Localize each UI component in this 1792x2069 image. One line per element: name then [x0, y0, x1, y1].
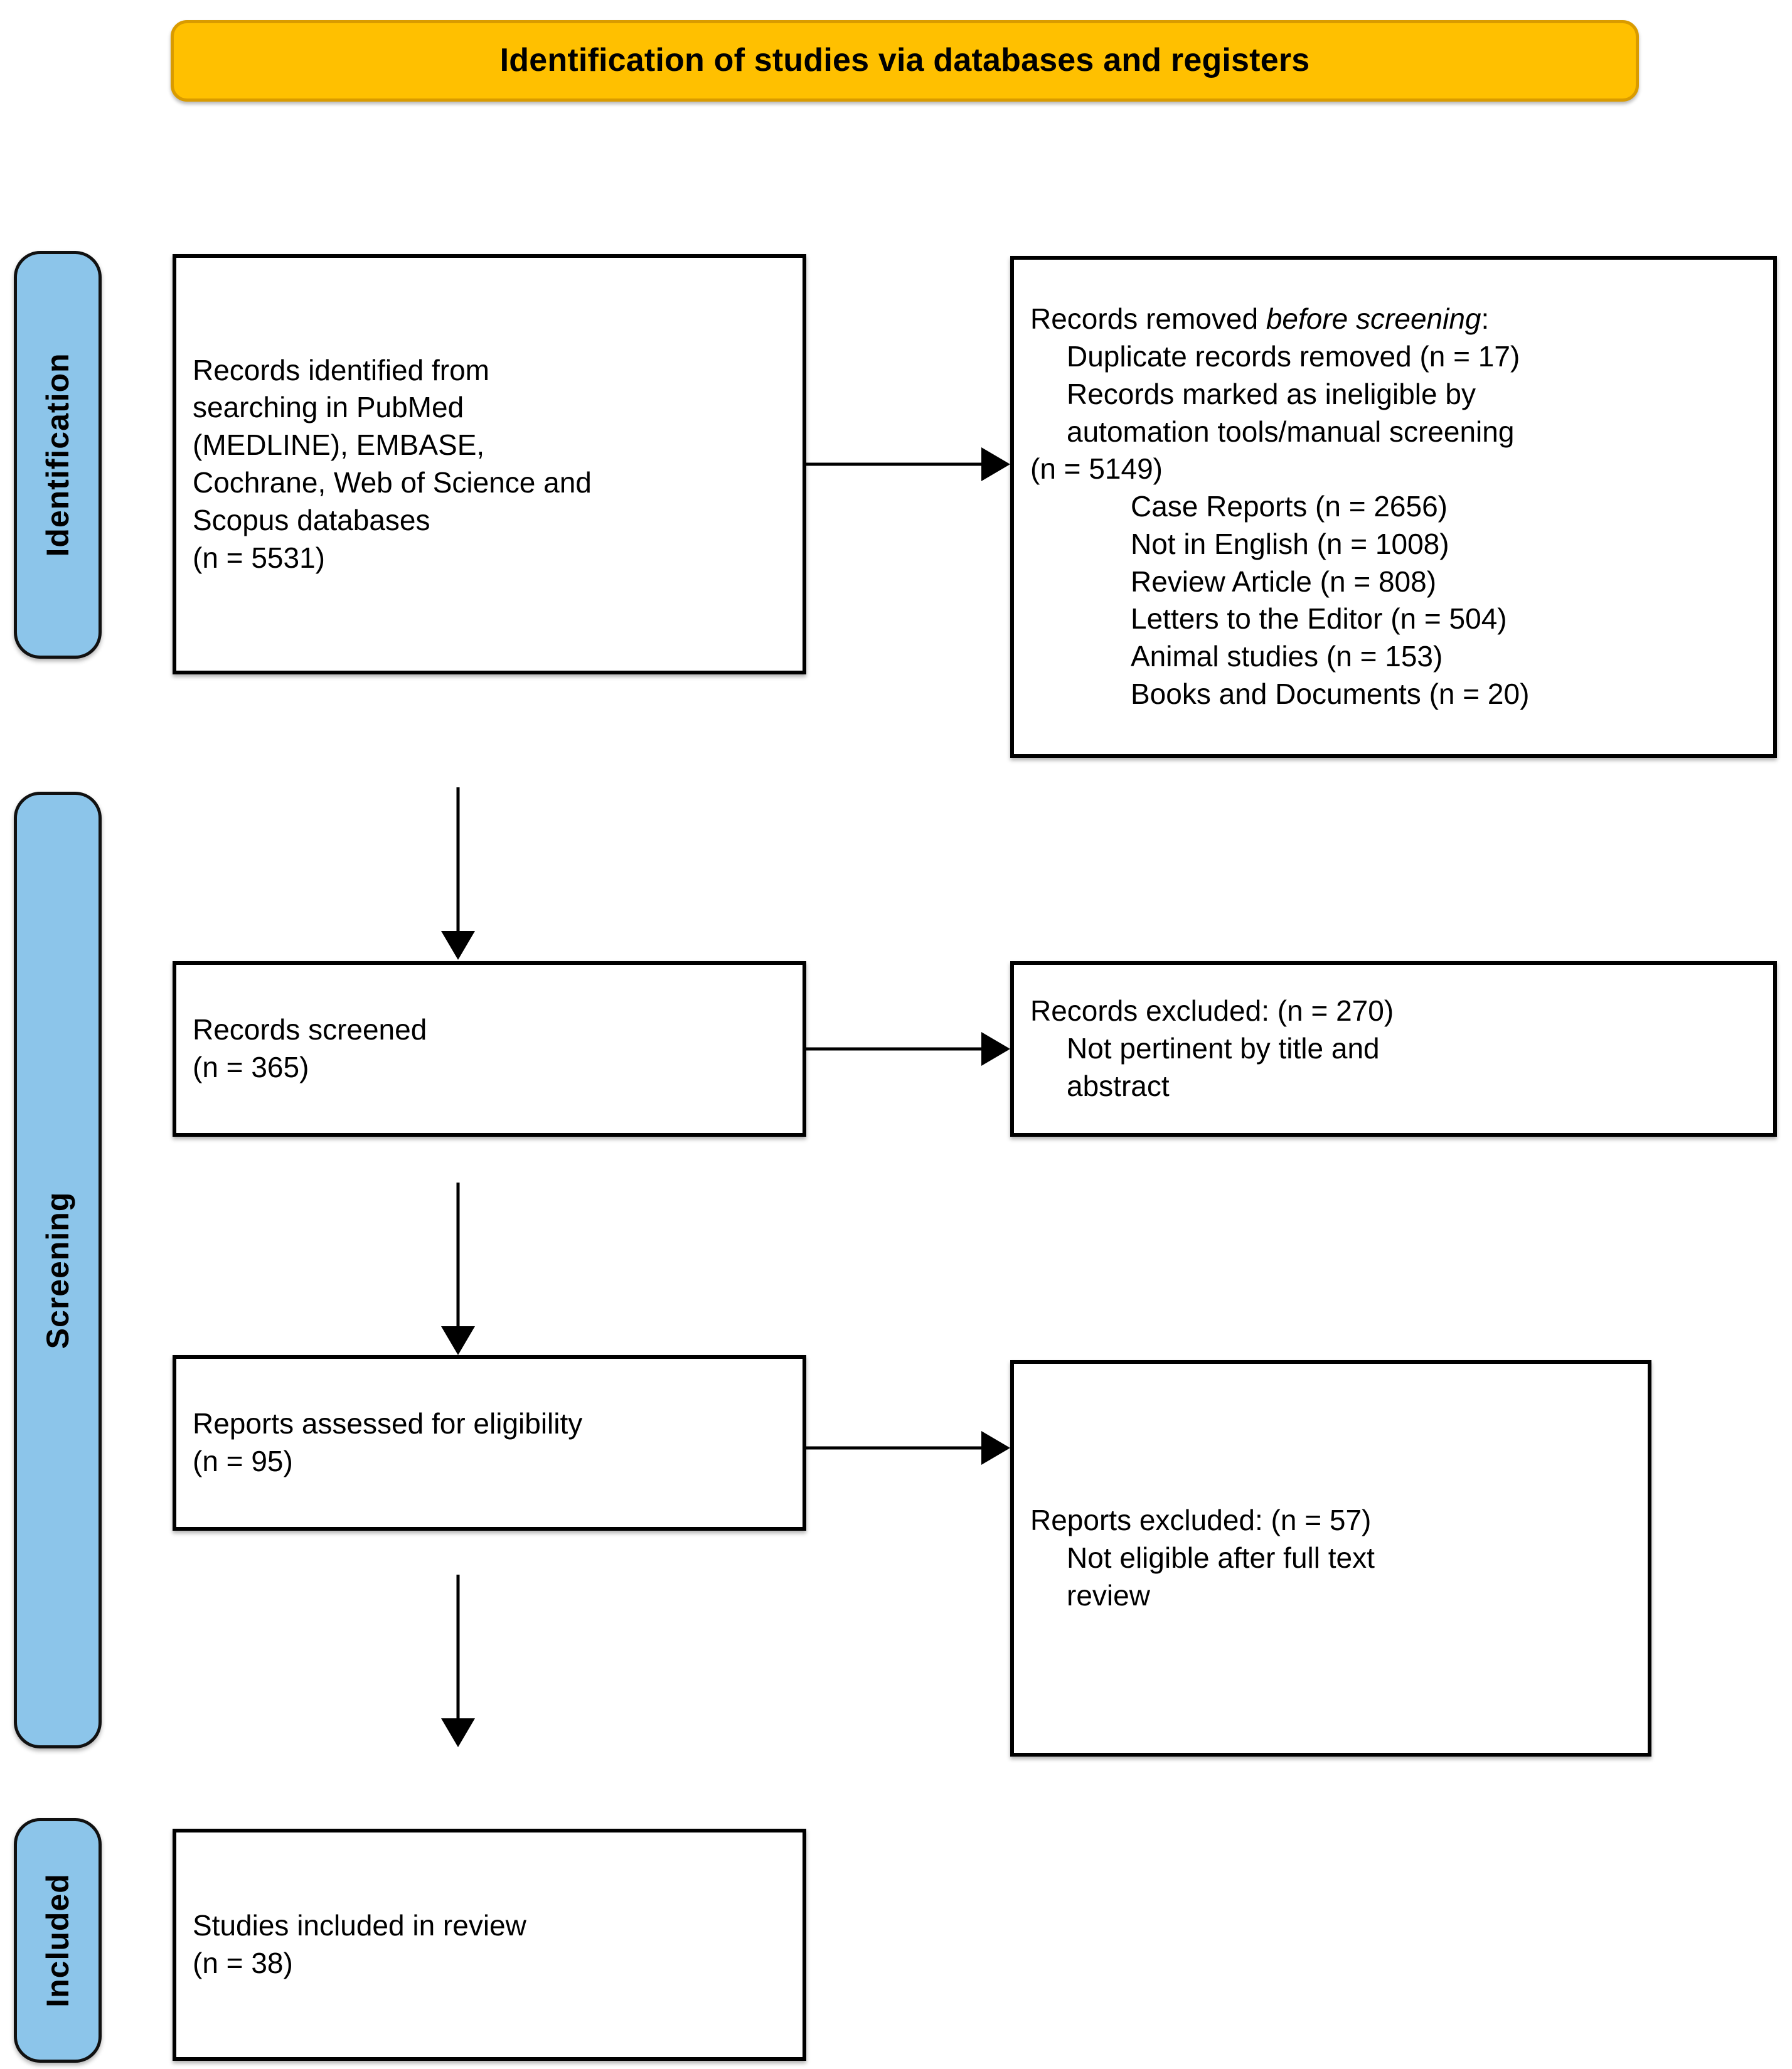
arrow-shaft — [806, 1446, 981, 1450]
records-excluded-reason-line-2: abstract — [1067, 1069, 1170, 1102]
arrow-right-screened-to-excluded — [806, 1030, 1010, 1068]
stage-tab-identification: Identification — [14, 251, 102, 659]
arrow-head-down-icon — [441, 1718, 475, 1747]
records-removed-heading: Records removed before screening: — [1030, 301, 1757, 338]
box-reports-assessed-for-eligibility: Reports assessed for eligibility (n = 95… — [173, 1355, 806, 1531]
box-records-screened: Records screened (n = 365) — [173, 961, 806, 1137]
records-identified-line-4: Cochrane, Web of Science and — [193, 466, 592, 499]
records-removed-heading-pre: Records removed — [1030, 302, 1266, 336]
studies-included-label: Studies included in review — [193, 1909, 526, 1942]
reports-assessed-label: Reports assessed for eligibility — [193, 1407, 583, 1440]
records-identified-line-2: searching in PubMed — [193, 391, 464, 424]
page-title: Identification of studies via databases … — [499, 42, 1310, 79]
arrow-head-right-icon — [981, 447, 1010, 481]
arrow-shaft — [806, 462, 981, 466]
studies-included-count: (n = 38) — [193, 1947, 293, 1979]
box-reports-excluded: Reports excluded: (n = 57) Not eligible … — [1010, 1360, 1651, 1757]
stage-tab-identification-label: Identification — [40, 353, 75, 557]
arrow-shaft — [456, 1183, 460, 1326]
box-records-excluded-body: Records excluded: (n = 270) Not pertinen… — [1014, 992, 1773, 1105]
arrow-head-right-icon — [981, 1431, 1010, 1465]
box-records-removed-body: Records removed before screening: Duplic… — [1014, 301, 1773, 713]
records-removed-reason-letters-to-editor: Letters to the Editor (n = 504) — [1131, 602, 1507, 636]
records-removed-reason-not-in-english: Not in English (n = 1008) — [1131, 527, 1449, 560]
records-removed-heading-italic: before screening — [1266, 302, 1481, 336]
box-records-identified: Records identified from searching in Pub… — [173, 254, 806, 674]
reports-excluded-heading: Reports excluded: (n = 57) — [1030, 1504, 1372, 1537]
records-identified-line-1: Records identified from — [193, 353, 489, 386]
records-identified-count: (n = 5531) — [193, 541, 325, 574]
arrow-head-down-icon — [441, 1326, 475, 1355]
arrow-down-screened-to-assessed — [439, 1183, 477, 1355]
box-records-identified-body: Records identified from searching in Pub… — [176, 352, 803, 577]
box-records-removed-before-screening: Records removed before screening: Duplic… — [1010, 256, 1777, 758]
box-studies-included-in-review: Studies included in review (n = 38) — [173, 1829, 806, 2061]
records-removed-ineligible-line-2: automation tools/manual screening — [1067, 415, 1515, 448]
reports-assessed-count: (n = 95) — [193, 1445, 293, 1477]
stage-tab-included-label: Included — [40, 1873, 75, 2008]
records-removed-reason-books-and-documents: Books and Documents (n = 20) — [1131, 678, 1530, 711]
records-removed-ineligible-count: (n = 5149) — [1030, 452, 1163, 486]
box-records-screened-body: Records screened (n = 365) — [176, 1011, 803, 1087]
arrow-shaft — [456, 1575, 460, 1718]
stage-tab-screening-label: Screening — [40, 1191, 75, 1349]
arrow-down-identified-to-screened — [439, 787, 477, 960]
records-screened-count: (n = 365) — [193, 1051, 309, 1083]
records-removed-reason-case-reports: Case Reports (n = 2656) — [1131, 490, 1448, 523]
records-excluded-reason-line-1: Not pertinent by title and — [1067, 1032, 1380, 1065]
records-removed-duplicates: Duplicate records removed (n = 17) — [1067, 339, 1520, 373]
records-identified-line-5: Scopus databases — [193, 503, 430, 536]
records-removed-reason-review-article: Review Article (n = 808) — [1131, 565, 1437, 598]
arrow-head-down-icon — [441, 931, 475, 960]
reports-excluded-reason-line-2: review — [1067, 1578, 1150, 1612]
arrow-shaft — [806, 1047, 981, 1051]
arrow-down-assessed-to-included — [439, 1575, 477, 1747]
records-excluded-heading: Records excluded: (n = 270) — [1030, 994, 1394, 1028]
box-records-excluded: Records excluded: (n = 270) Not pertinen… — [1010, 961, 1777, 1137]
records-removed-ineligible-line-1: Records marked as ineligible by — [1067, 377, 1476, 410]
records-screened-label: Records screened — [193, 1013, 427, 1046]
arrow-right-identified-to-removed — [806, 445, 1010, 483]
stage-tab-included: Included — [14, 1818, 102, 2063]
records-removed-reason-animal-studies: Animal studies (n = 153) — [1131, 640, 1443, 673]
diagram-title-banner: Identification of studies via databases … — [171, 20, 1639, 102]
arrow-shaft — [456, 787, 460, 931]
box-reports-excluded-body: Reports excluded: (n = 57) Not eligible … — [1014, 1502, 1648, 1614]
box-reports-assessed-body: Reports assessed for eligibility (n = 95… — [176, 1405, 803, 1481]
records-removed-heading-post: : — [1481, 302, 1490, 336]
records-identified-line-3: (MEDLINE), EMBASE, — [193, 428, 485, 462]
box-studies-included-body: Studies included in review (n = 38) — [176, 1907, 803, 1982]
reports-excluded-reason-line-1: Not eligible after full text — [1067, 1541, 1375, 1575]
stage-tab-screening: Screening — [14, 792, 102, 1748]
arrow-right-assessed-to-excluded — [806, 1429, 1010, 1467]
arrow-head-right-icon — [981, 1032, 1010, 1066]
